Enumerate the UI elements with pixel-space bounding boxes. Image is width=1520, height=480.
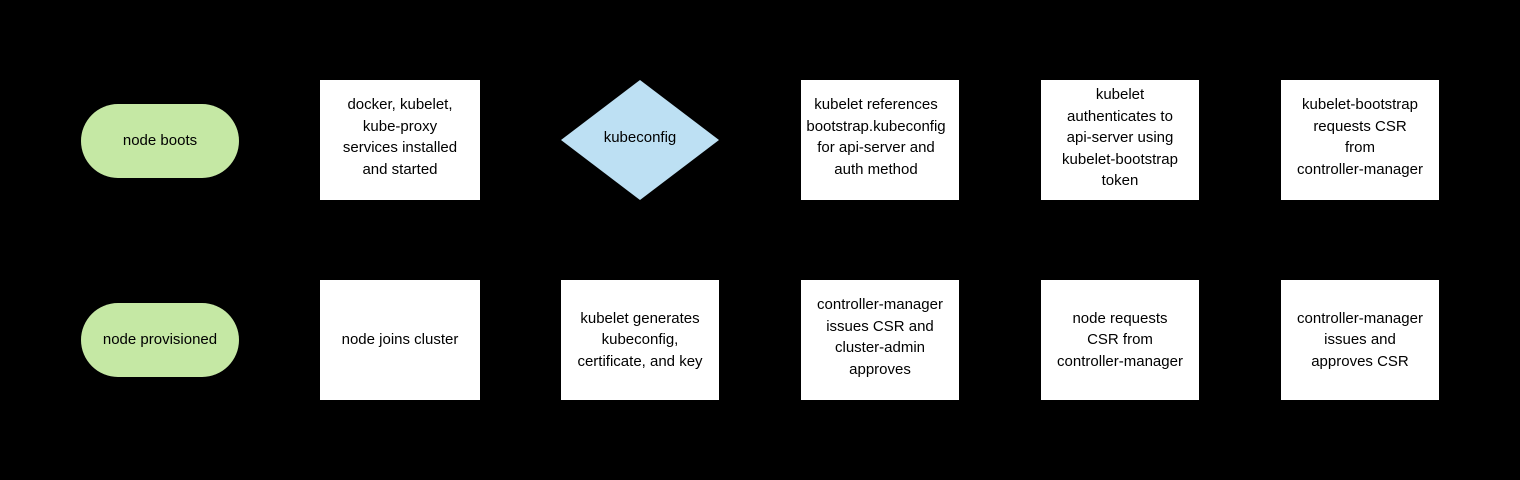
flow-node-kubelet-authenticates[interactable]: kubelet authenticates to api-server usin… bbox=[1041, 80, 1199, 200]
flow-node-bootstrap-requests-csr[interactable]: kubelet-bootstrap requests CSR from cont… bbox=[1281, 80, 1439, 200]
flow-node-kubelet-references-bootstrap[interactable]: kubelet references bootstrap.kubeconfig … bbox=[801, 80, 959, 200]
flow-node-kubelet-generates[interactable]: kubelet generates kubeconfig, certificat… bbox=[561, 280, 719, 400]
flow-node-label: controller-manager issues and approves C… bbox=[1297, 309, 1423, 370]
flow-node-node-boots[interactable]: node boots bbox=[81, 104, 239, 178]
flow-node-label: docker, kubelet, kube-proxy services ins… bbox=[342, 96, 458, 178]
flow-node-label: node boots bbox=[122, 132, 198, 150]
flow-node-cm-issues-approves[interactable]: controller-manager issues and approves C… bbox=[1281, 280, 1439, 400]
flow-node-node-provisioned[interactable]: node provisioned bbox=[81, 303, 239, 377]
diamond-shape-icon bbox=[561, 80, 719, 200]
flow-node-label: kubelet references bootstrap.kubeconfig … bbox=[806, 96, 946, 178]
flow-node-services-installed[interactable]: docker, kubelet, kube-proxy services ins… bbox=[320, 80, 480, 200]
flow-node-label: controller-manager issues CSR and cluste… bbox=[817, 296, 943, 378]
flow-node-label: node requests CSR from controller-manage… bbox=[1057, 309, 1183, 370]
flow-node-label: node joins cluster bbox=[341, 331, 459, 349]
flow-node-label: node provisioned bbox=[102, 331, 218, 349]
flow-node-label: kubeconfig bbox=[603, 129, 677, 146]
flow-node-node-joins-cluster[interactable]: node joins cluster bbox=[320, 280, 480, 400]
flow-node-node-requests-csr[interactable]: node requests CSR from controller-manage… bbox=[1041, 280, 1199, 400]
flow-node-cm-issues-csr[interactable]: controller-manager issues CSR and cluste… bbox=[801, 280, 959, 400]
flow-node-kubeconfig[interactable]: kubeconfig bbox=[561, 80, 719, 200]
flow-node-label: kubelet generates kubeconfig, certificat… bbox=[577, 309, 703, 370]
flow-node-label: kubelet authenticates to api-server usin… bbox=[1062, 86, 1178, 189]
flow-node-label: kubelet-bootstrap requests CSR from cont… bbox=[1297, 96, 1423, 178]
